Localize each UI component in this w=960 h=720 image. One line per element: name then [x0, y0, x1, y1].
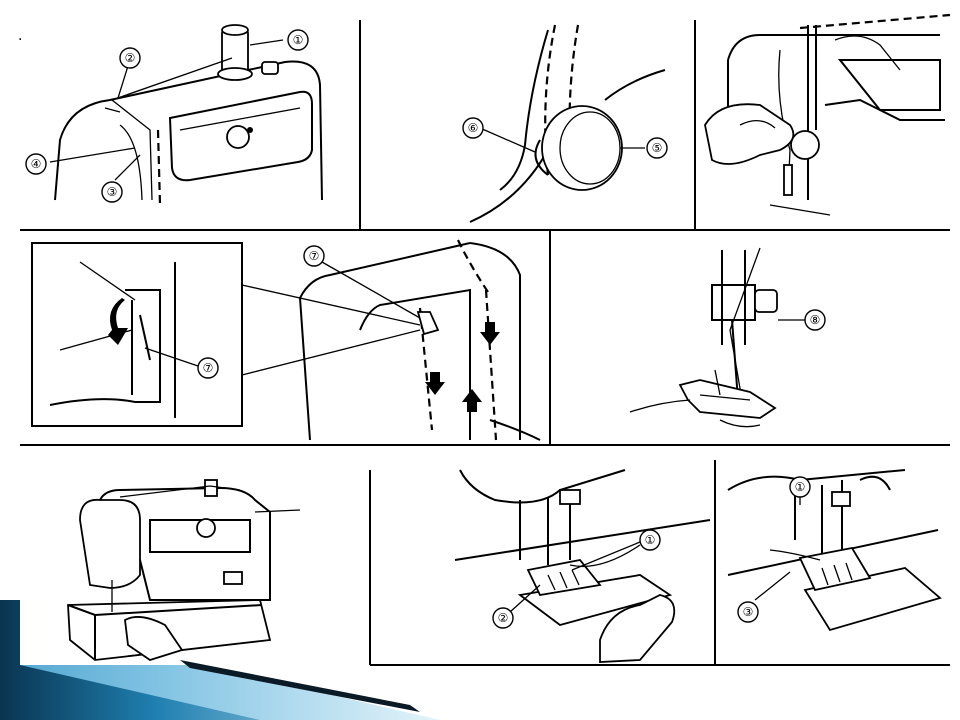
callout-take-up-detail: ⑦ [197, 357, 219, 379]
svg-text:③: ③ [743, 605, 754, 619]
svg-text:⑥: ⑥ [468, 121, 479, 135]
callout-thread-guide: ② [119, 47, 141, 69]
svg-text:②: ② [125, 51, 136, 65]
panel-4-take-up-lever [31, 239, 541, 441]
callout-needle-thread-guide: ⑧ [804, 309, 826, 331]
panel-5-needle-clamp [629, 247, 805, 428]
callout-take-up-lever: ③ [101, 181, 123, 203]
panel-3-needle-threading [704, 13, 951, 216]
callout-hand-wheel: ⑤ [646, 137, 668, 159]
panel-dividers [20, 20, 950, 666]
panel-6-full-machine [67, 479, 301, 661]
callout-presser-foot: ② [492, 607, 514, 629]
panel-2-hand-wheel [469, 24, 666, 223]
svg-text:①: ① [293, 33, 304, 47]
panel-9-thread-pull-back [727, 469, 942, 632]
callout-take-up-lever-main: ⑦ [303, 245, 325, 267]
callout-thread-under-foot: ① [639, 529, 661, 551]
svg-text:②: ② [498, 611, 509, 625]
callout-upper-guide: ⑥ [462, 117, 484, 139]
panel-1-spool-threading [49, 24, 323, 206]
svg-text:⑦: ⑦ [203, 361, 214, 375]
svg-text:④: ④ [31, 157, 42, 171]
slide-ribbon-decoration [0, 600, 440, 720]
svg-text:①: ① [645, 533, 656, 547]
svg-text:③: ③ [107, 185, 118, 199]
callout-tension-dial: ④ [25, 153, 47, 175]
svg-text:⑦: ⑦ [309, 249, 320, 263]
svg-text:⑧: ⑧ [810, 313, 821, 327]
bullet-mark: · [18, 32, 22, 48]
callout-spool-pin: ① [287, 29, 309, 51]
panel-8-presser-foot-thread [454, 469, 711, 663]
svg-text:①: ① [795, 480, 806, 494]
callout-foot-back: ③ [737, 601, 759, 623]
callout-thread-pull: ① [789, 476, 811, 498]
svg-text:⑤: ⑤ [652, 141, 663, 155]
